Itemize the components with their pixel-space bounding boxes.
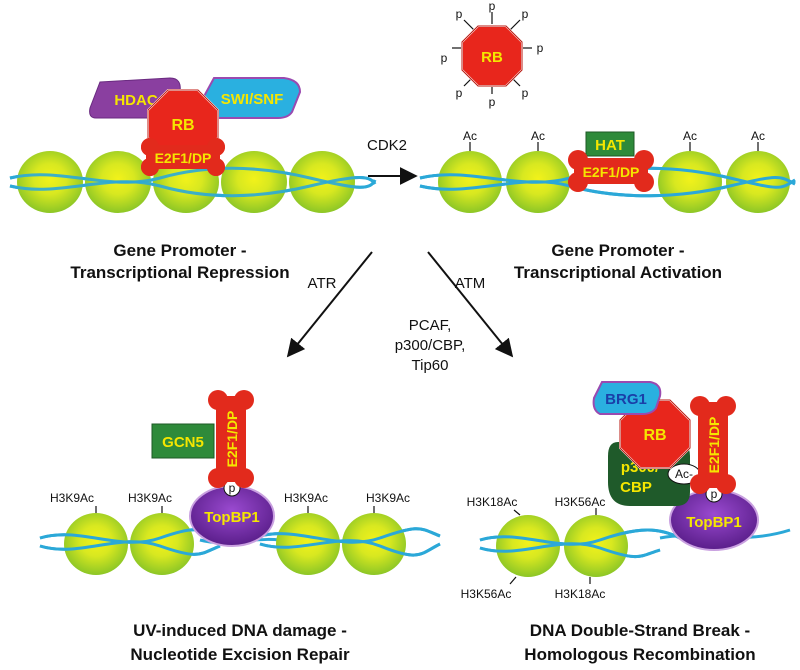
p-label: p: [489, 0, 496, 13]
caption-repression-line1: Gene Promoter -: [113, 241, 246, 260]
h3k9ac-mark: H3K9Ac: [366, 491, 410, 505]
atr-label: ATR: [308, 275, 337, 292]
panel-hr: H3K18Ac H3K56Ac H3K56Ac H3K18Ac TopBP1 p…: [461, 381, 791, 664]
p-label: p: [522, 86, 529, 100]
hat-protein: HAT: [585, 131, 635, 157]
rb-label: RB: [481, 49, 503, 66]
gcn5-label: GCN5: [162, 434, 204, 451]
e2f1-dp-complex: E2F1/DP: [568, 150, 654, 192]
svg-text:E2F1/DP: E2F1/DP: [155, 150, 212, 166]
h3k9ac-mark: H3K9Ac: [128, 491, 172, 505]
gcn5-protein: GCN5: [151, 423, 215, 459]
hdac-label: HDAC: [114, 92, 157, 109]
ac-mark: Ac-: [675, 467, 693, 481]
topbp1-protein: TopBP1: [189, 485, 275, 547]
h3k56ac-mark: H3K56Ac: [461, 587, 512, 601]
atm-arrow: ATM: [427, 251, 514, 358]
ac-mark: Ac: [683, 129, 697, 143]
p-label: p: [441, 51, 448, 65]
p-label: p: [522, 7, 529, 21]
brg1-label: BRG1: [605, 391, 647, 408]
hat-list-pcaf: PCAF,: [409, 317, 452, 334]
swi-snf-label: SWI/SNF: [221, 91, 284, 108]
cdk2-arrow: CDK2: [367, 137, 418, 185]
caption-activation-line1: Gene Promoter -: [551, 241, 684, 260]
hat-enzyme-list: PCAF, p300/CBP, Tip60: [395, 317, 466, 374]
atm-label: ATM: [455, 275, 486, 292]
rb-label: RB: [171, 117, 194, 134]
brg1-protein: BRG1: [592, 381, 662, 415]
swi-snf-protein: SWI/SNF: [199, 77, 302, 119]
p-label: p: [456, 7, 463, 21]
panel-repression: HDAC SWI/SNF E2F1/DP RB E: [9, 77, 377, 282]
h3k56ac-mark: H3K56Ac: [555, 495, 606, 509]
rb-protein: RB: [619, 399, 691, 469]
ac-mark: Ac: [751, 129, 765, 143]
svg-text:p: p: [229, 481, 236, 495]
h3k9ac-mark: H3K9Ac: [284, 491, 328, 505]
h3k9ac-mark: H3K9Ac: [50, 491, 94, 505]
hat-list-p300: p300/CBP,: [395, 337, 466, 354]
ac-mark: Ac: [463, 129, 477, 143]
e2f1-dp-label: E2F1/DP: [224, 411, 240, 468]
caption-activation-line2: Transcriptional Activation: [514, 263, 722, 282]
caption-hr-line2: Homologous Recombination: [524, 645, 755, 664]
atr-arrow: ATR: [286, 251, 373, 358]
phospho-rb: p p p p p p p p RB: [441, 0, 544, 109]
panel-activation: p p p p p p p p RB Ac: [419, 0, 796, 282]
nucleosome-row: [438, 151, 790, 213]
p-label: p: [489, 95, 496, 109]
hat-list-tip60: Tip60: [412, 357, 449, 374]
p-label: p: [456, 86, 463, 100]
cbp-label: CBP: [620, 479, 652, 496]
h3k18ac-mark: H3K18Ac: [555, 587, 606, 601]
e2f1-dp-label: E2F1/DP: [583, 164, 640, 180]
p-label: p: [537, 41, 544, 55]
caption-hr-line1: DNA Double-Strand Break -: [530, 621, 750, 640]
caption-ner-line2: Nucleotide Excision Repair: [130, 645, 350, 664]
cdk2-label: CDK2: [367, 137, 407, 154]
nucleosome-row: [496, 515, 628, 577]
panel-ner: H3K9Ac H3K9Ac H3K9Ac H3K9Ac TopBP1 p E2F…: [39, 390, 441, 664]
hat-label: HAT: [595, 137, 625, 154]
svg-text:p: p: [711, 487, 718, 501]
h3k18ac-mark: H3K18Ac: [467, 495, 518, 509]
topbp1-label: TopBP1: [204, 509, 260, 526]
ac-mark: Ac: [531, 129, 545, 143]
e2f1-dp-complex: E2F1/DP: [208, 390, 254, 488]
e2f1-dp-complex: E2F1/DP: [690, 396, 736, 494]
e2f1-dp-label: E2F1/DP: [706, 417, 722, 474]
caption-ner-line1: UV-induced DNA damage -: [133, 621, 347, 640]
nucleosome-row: [64, 513, 406, 575]
rb-label: RB: [643, 427, 666, 444]
caption-repression-line2: Transcriptional Repression: [70, 263, 289, 282]
topbp1-label: TopBP1: [686, 514, 742, 531]
